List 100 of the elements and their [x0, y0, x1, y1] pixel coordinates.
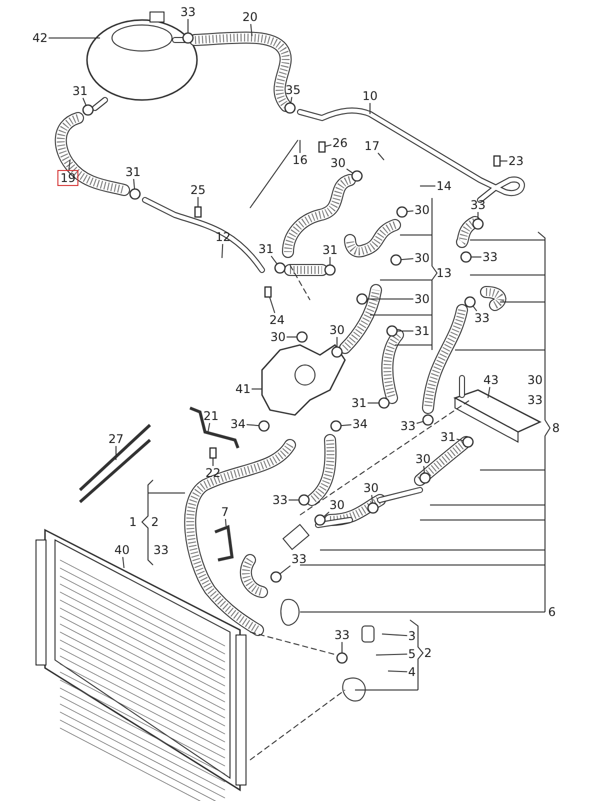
hose-clamp	[336, 652, 348, 664]
leader-line	[324, 144, 332, 147]
leader-line	[371, 494, 373, 504]
hose-clamp	[82, 104, 94, 116]
callout-number: 8	[551, 421, 561, 435]
leader-line	[488, 386, 490, 398]
callout-number: 30	[328, 498, 346, 512]
leader-line	[456, 438, 464, 442]
leader-line	[225, 518, 226, 526]
callout-number: 13	[435, 266, 453, 280]
leader-line	[212, 458, 214, 466]
leader-line	[367, 402, 380, 404]
callout-number: 30	[328, 323, 346, 337]
callout-number: 40	[113, 543, 131, 557]
callout-number: 33	[473, 311, 491, 325]
hose-clamp	[284, 102, 296, 114]
callout-number: 33	[179, 5, 197, 19]
callout-number: 4	[407, 665, 417, 679]
leader-line	[416, 420, 424, 424]
leader-line	[279, 565, 291, 574]
bolt	[318, 141, 326, 153]
callout-number: 27	[107, 432, 125, 446]
callout-number: 35	[284, 83, 302, 97]
callout-number: 30	[413, 251, 431, 265]
callout-number: 25	[189, 183, 207, 197]
leader-line	[406, 210, 414, 212]
leader-line	[269, 296, 276, 314]
callout-number: 31	[439, 430, 457, 444]
callout-number: 21	[202, 409, 220, 423]
callout-number: 33	[271, 493, 289, 507]
leader-line	[208, 422, 210, 432]
leader-line	[470, 256, 482, 258]
leader-line	[222, 244, 224, 258]
callout-number: 34	[229, 417, 247, 431]
leader-line	[378, 152, 384, 160]
callout-number: 30	[413, 292, 431, 306]
callout-number: 31	[413, 324, 431, 338]
callout-number: 14	[435, 179, 453, 193]
callout-number: 41	[234, 382, 252, 396]
callout-number: 33	[333, 628, 351, 642]
hose-clamp	[356, 293, 368, 305]
callout-number: 26	[331, 136, 349, 150]
callout-number: 30	[362, 481, 380, 495]
bolt	[194, 206, 202, 218]
leader-line	[376, 654, 408, 656]
hose-clamp	[258, 420, 270, 432]
callout-number: 2	[423, 646, 433, 660]
hose-clamp	[378, 397, 390, 409]
callout-number: 10	[361, 89, 379, 103]
leader-line	[286, 336, 298, 338]
hose-clamp	[270, 571, 282, 583]
callout-number: 17	[363, 139, 381, 153]
callout-number: 5	[407, 647, 417, 661]
callout-number: 23	[507, 154, 525, 168]
leader-line	[270, 256, 278, 264]
leader-line	[246, 424, 260, 426]
callout-number: 3	[407, 629, 417, 643]
callout-number: 33	[290, 552, 308, 566]
leader-line	[133, 178, 136, 190]
bolt	[493, 155, 501, 167]
callout-number: 33	[469, 198, 487, 212]
callout-number: 43	[482, 373, 500, 387]
callout-number: 6	[547, 605, 557, 619]
callout-number: 30	[413, 203, 431, 217]
leader-line	[346, 168, 354, 174]
leader-line	[323, 512, 330, 518]
hose-clamp	[351, 170, 363, 182]
callout-number: 19	[57, 170, 79, 186]
hose-clamp	[472, 218, 484, 230]
hose-clamp	[419, 472, 431, 484]
leader-line	[251, 388, 262, 390]
callout-number: 30	[329, 156, 347, 170]
leader-line	[82, 98, 87, 106]
hose-clamp	[330, 420, 342, 432]
hose-clamp	[331, 346, 343, 358]
leader-line	[500, 160, 508, 162]
callout-number: 34	[351, 417, 369, 431]
bolt	[209, 447, 217, 459]
hose-clamp	[396, 206, 408, 218]
hose-clamp	[464, 296, 476, 308]
leader-line	[472, 306, 478, 312]
hose-clamp	[296, 331, 308, 343]
callout-number: 31	[321, 243, 339, 257]
hose-clamp	[422, 414, 434, 426]
hose-clamp	[129, 188, 141, 200]
callout-number: 42	[31, 31, 49, 45]
callout-number: 30	[269, 330, 287, 344]
bolt	[264, 286, 272, 298]
callout-number: 33	[152, 543, 170, 557]
hose-clamp	[390, 254, 402, 266]
callout-number: 30	[526, 373, 544, 387]
callout-number: 33	[526, 393, 544, 407]
callout-number: 31	[350, 396, 368, 410]
callout-number: 33	[399, 419, 417, 433]
leader-line	[122, 556, 124, 568]
hose-clamp	[386, 325, 398, 337]
leader-line	[336, 336, 338, 348]
leader-line	[400, 258, 414, 260]
hose-clamp	[460, 251, 472, 263]
hose-clamp	[298, 494, 310, 506]
